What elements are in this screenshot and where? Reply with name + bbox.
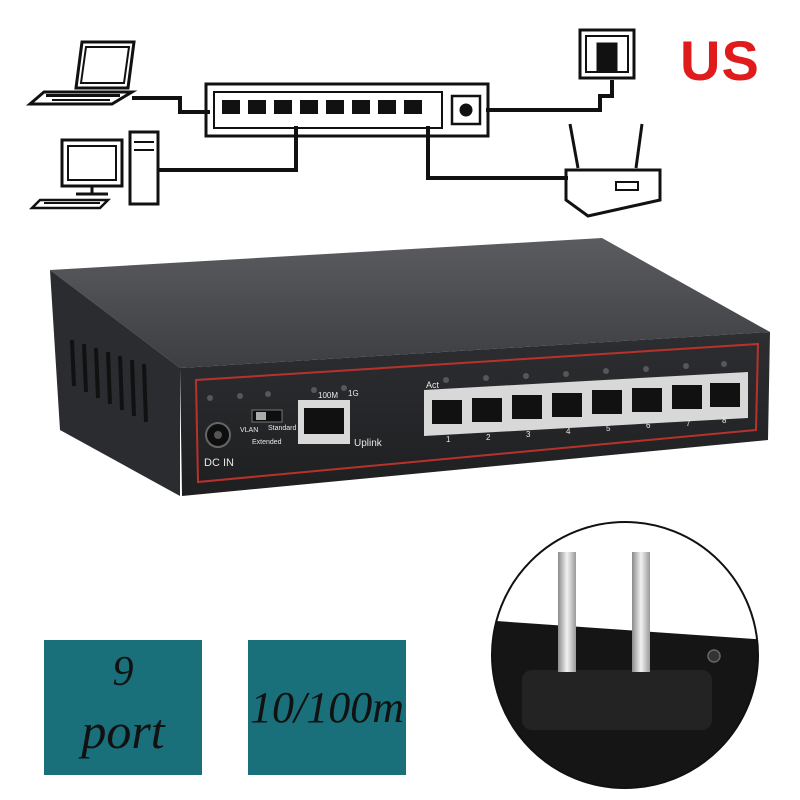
us-plug-icon (491, 521, 759, 789)
port-count-word: port (81, 703, 165, 759)
lan-ports (424, 372, 748, 436)
desktop-pc-icon (28, 130, 160, 210)
dc-in-label: DC IN (204, 457, 234, 469)
speed-label: 10/100m (248, 640, 406, 775)
laptop-icon (25, 40, 138, 106)
switch-ports (222, 100, 422, 114)
port-number: 8 (722, 416, 727, 425)
led-1g-label: 1G (348, 389, 359, 398)
port-number: 6 (646, 421, 651, 430)
speed-text: 10/100m (250, 683, 404, 732)
region-label: US (680, 29, 760, 92)
extended-label: Extended (252, 439, 282, 446)
led-100m-label: 100M (318, 391, 338, 400)
act-label: Act (426, 380, 440, 390)
port-number: 5 (606, 424, 611, 433)
wifi-router-icon (564, 123, 662, 218)
port-count-number: 9 (112, 649, 134, 695)
network-diagram (25, 28, 662, 218)
switch-device-photo: DC IN VLAN Standard Extended 100M 1G Upl… (50, 238, 770, 496)
port-number: 4 (566, 427, 571, 436)
standard-label: Standard (268, 425, 297, 432)
port-count-label: 9 port (44, 640, 202, 775)
vlan-label: VLAN (240, 427, 258, 434)
port-number: 1 (446, 435, 451, 444)
port-number: 7 (686, 419, 691, 428)
port-number: 3 (526, 430, 531, 439)
power-outlet-icon (578, 28, 636, 80)
uplink-label: Uplink (354, 438, 383, 449)
port-number: 2 (486, 433, 491, 442)
